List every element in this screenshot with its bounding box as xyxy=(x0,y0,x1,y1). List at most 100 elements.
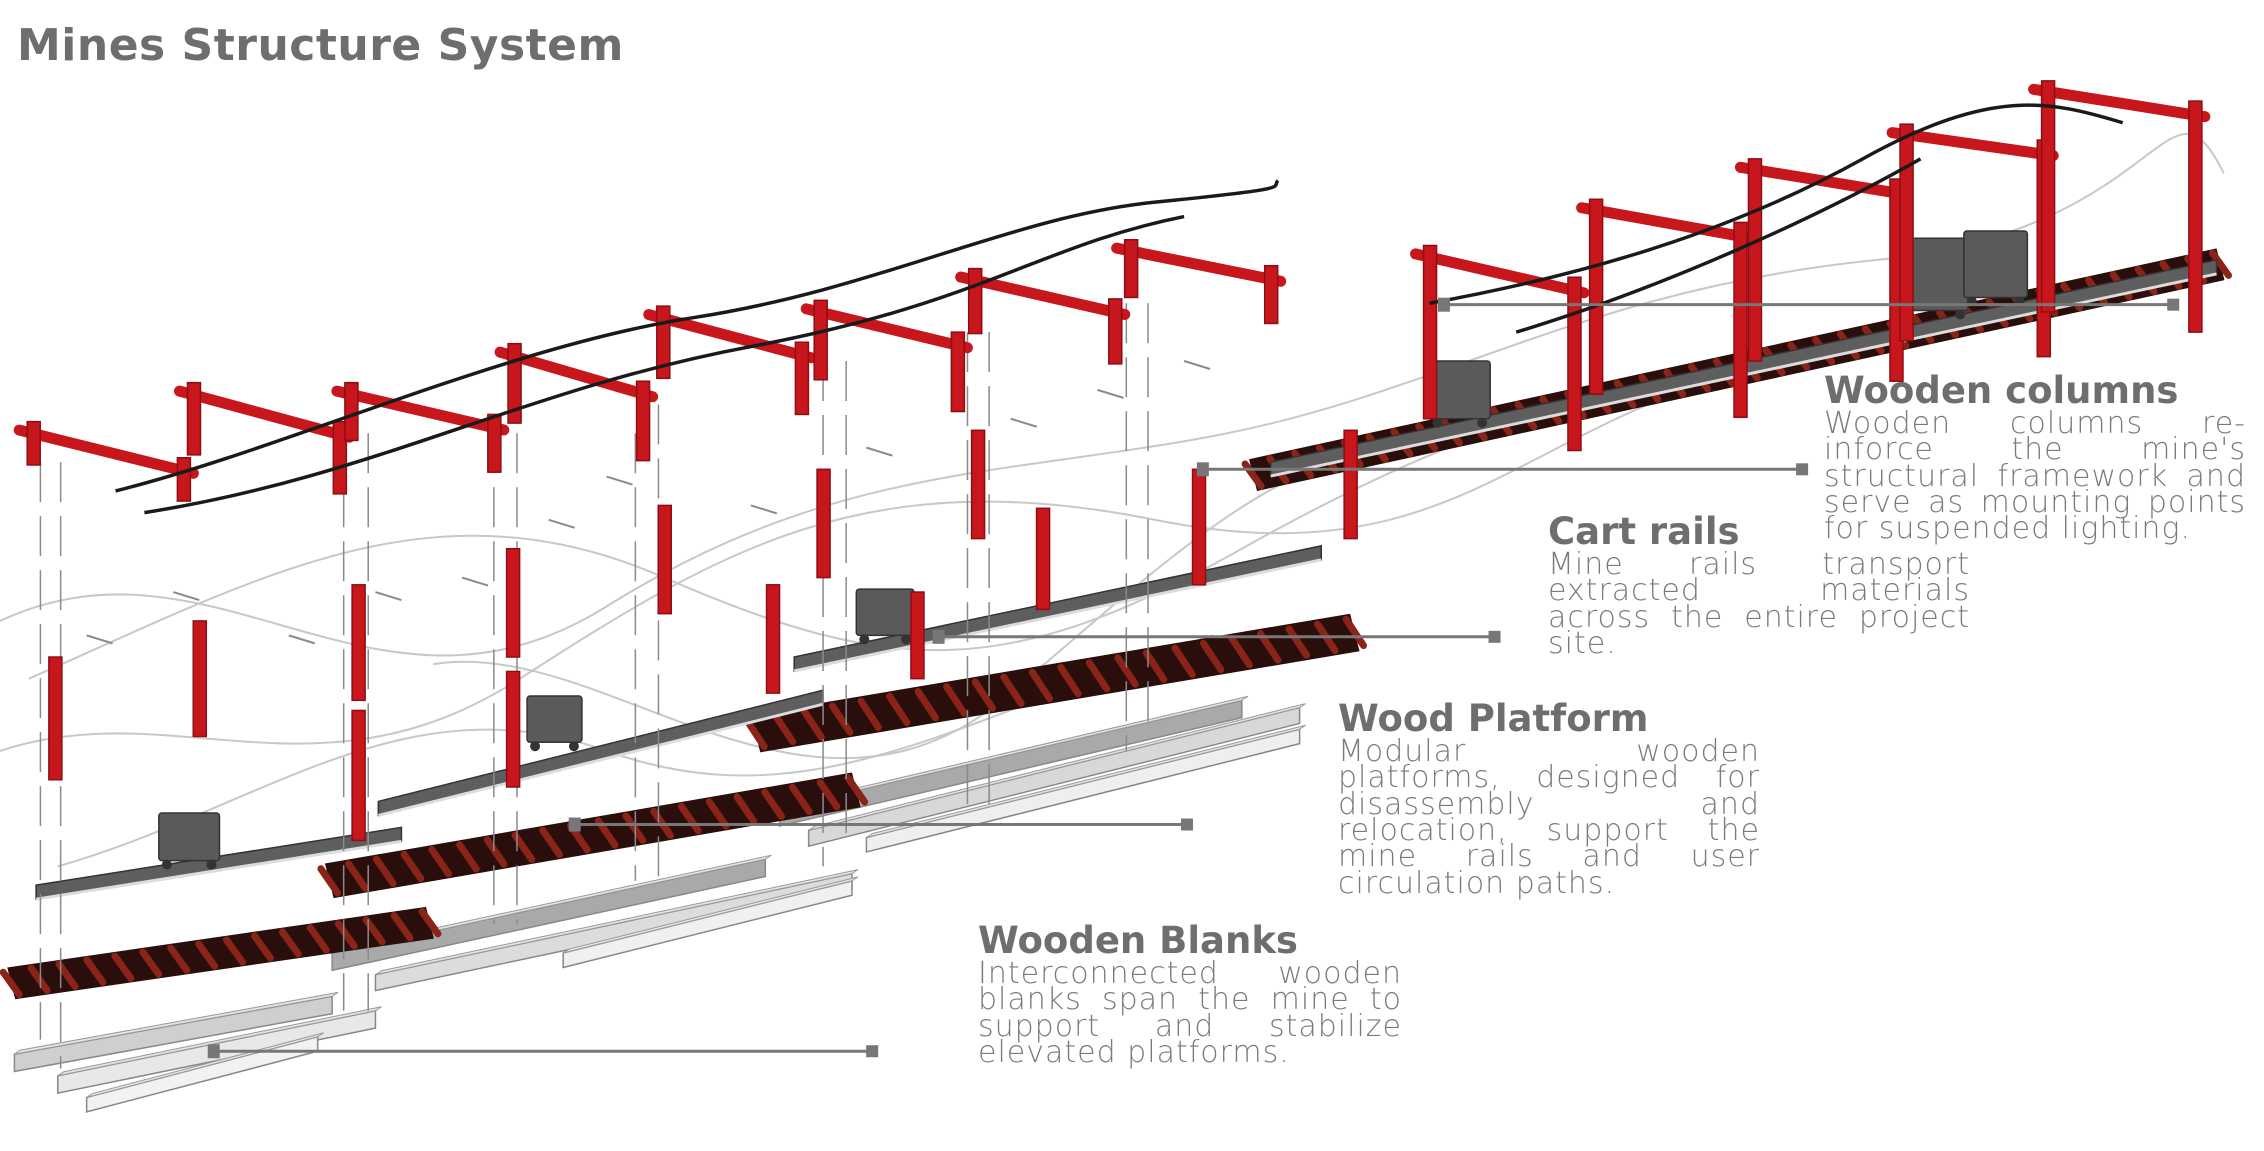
label-body: Mine rails transport extracted materials… xyxy=(1548,546,1970,662)
alignment-dash xyxy=(1183,360,1211,370)
alignment-dash xyxy=(375,591,402,601)
wooden-column xyxy=(1733,221,1748,419)
plank xyxy=(250,932,274,962)
plank xyxy=(539,826,563,859)
plank xyxy=(1000,673,1025,707)
cart-wheel xyxy=(530,741,541,752)
wooden-blank-top xyxy=(86,1032,324,1098)
wooden-blank-top xyxy=(375,869,859,976)
wooden-column xyxy=(1263,264,1279,325)
cart-wheel xyxy=(1432,417,1443,428)
leader-start-marker xyxy=(1438,297,1450,312)
plank xyxy=(278,928,302,958)
plank xyxy=(334,920,358,950)
leader-end-marker xyxy=(1796,463,1809,476)
mine-cart xyxy=(158,812,221,862)
wooden-column xyxy=(192,620,208,738)
wooden-blank-top xyxy=(866,724,1306,839)
plank xyxy=(400,850,425,883)
plank xyxy=(483,836,508,868)
label-wooden-blanks: Wooden Blanks Interconnected wooden blan… xyxy=(978,919,1402,1071)
plank xyxy=(372,855,397,887)
column-crossbeam xyxy=(800,303,973,354)
carts-layer xyxy=(158,230,2029,870)
plank xyxy=(771,712,797,746)
plank xyxy=(167,944,191,974)
plank xyxy=(27,964,51,994)
plank xyxy=(1142,649,1168,683)
plank xyxy=(1085,659,1111,693)
leader-start-marker xyxy=(1196,462,1209,477)
alignment-dash xyxy=(288,634,316,645)
plank xyxy=(914,688,939,722)
plank xyxy=(943,683,968,717)
wooden-blanks-layer xyxy=(13,695,1306,1113)
plank xyxy=(971,678,997,712)
column-crossbeam xyxy=(1111,242,1287,287)
wooden-column xyxy=(1191,468,1207,586)
plank xyxy=(317,865,342,897)
wooden-column xyxy=(1123,238,1139,299)
column-crossbeam xyxy=(2028,83,2211,123)
label-body: Interconnected wooden blanks span the mi… xyxy=(978,955,1402,1071)
wooden-column xyxy=(657,504,672,615)
wooden-column xyxy=(970,429,986,540)
label-heading: Cart rails xyxy=(1548,510,1740,553)
plank xyxy=(761,788,785,820)
leader-start-marker xyxy=(207,1044,220,1059)
plank xyxy=(816,779,841,811)
label-wood-platform: Wood Platform Modular wooden platforms, … xyxy=(1338,697,1760,901)
label-body: Modular wooden platforms, designed for d… xyxy=(1338,733,1760,901)
leader-end-marker xyxy=(1180,818,1193,831)
lighting-cable xyxy=(144,214,1185,515)
wooden-column xyxy=(332,420,348,495)
plank xyxy=(456,841,480,873)
column-crossbeam xyxy=(173,385,355,443)
wooden-column xyxy=(950,331,966,413)
mine-cart xyxy=(526,695,583,743)
rail-edge xyxy=(377,702,824,817)
wooden-column xyxy=(344,381,359,442)
column-crossbeam xyxy=(1410,248,1590,299)
plank xyxy=(2209,249,2232,279)
wooden-column xyxy=(351,584,366,702)
rail-edge xyxy=(35,839,402,901)
plank xyxy=(1171,644,1196,678)
cart-wheel xyxy=(161,859,172,870)
alignment-dash xyxy=(86,634,113,645)
label-cart-rails: Cart rails Mine rails transport extracte… xyxy=(1548,510,1970,662)
lighting-cable xyxy=(1429,103,2124,305)
plank xyxy=(55,960,79,990)
wooden-column xyxy=(1108,298,1123,365)
label-heading: Wooden Blanks xyxy=(978,919,1298,962)
rail-edge xyxy=(793,558,1322,673)
plank xyxy=(1199,639,1225,674)
plank xyxy=(139,948,163,978)
leader-start-marker xyxy=(568,817,581,832)
wooden-column xyxy=(2040,80,2056,313)
alignment-dash xyxy=(1010,417,1038,428)
plank xyxy=(428,846,453,878)
plank xyxy=(0,968,23,998)
wooden-column xyxy=(351,709,366,842)
plank xyxy=(418,908,442,938)
label-wooden-columns: Wooden columns Wooden columns re-inforce… xyxy=(1824,371,2246,547)
plank xyxy=(1228,635,1253,669)
alignment-dash xyxy=(172,591,200,601)
cart-wheel xyxy=(1955,309,1966,320)
label-body: Wooden columns re-inforce the mine's str… xyxy=(1824,405,2246,547)
plank xyxy=(800,707,825,741)
wooden-column xyxy=(1343,429,1358,540)
wooden-column xyxy=(1899,123,1914,342)
plank xyxy=(788,783,813,816)
wooden-column xyxy=(794,341,810,416)
column-crossbeam xyxy=(13,424,199,479)
leader-end-marker xyxy=(2167,298,2180,311)
plank xyxy=(223,936,247,966)
wooden-column xyxy=(967,267,983,335)
wooden-column xyxy=(505,670,521,788)
wooden-column xyxy=(635,380,651,462)
label-heading: Wood Platform xyxy=(1338,697,1649,740)
plank xyxy=(857,697,882,731)
